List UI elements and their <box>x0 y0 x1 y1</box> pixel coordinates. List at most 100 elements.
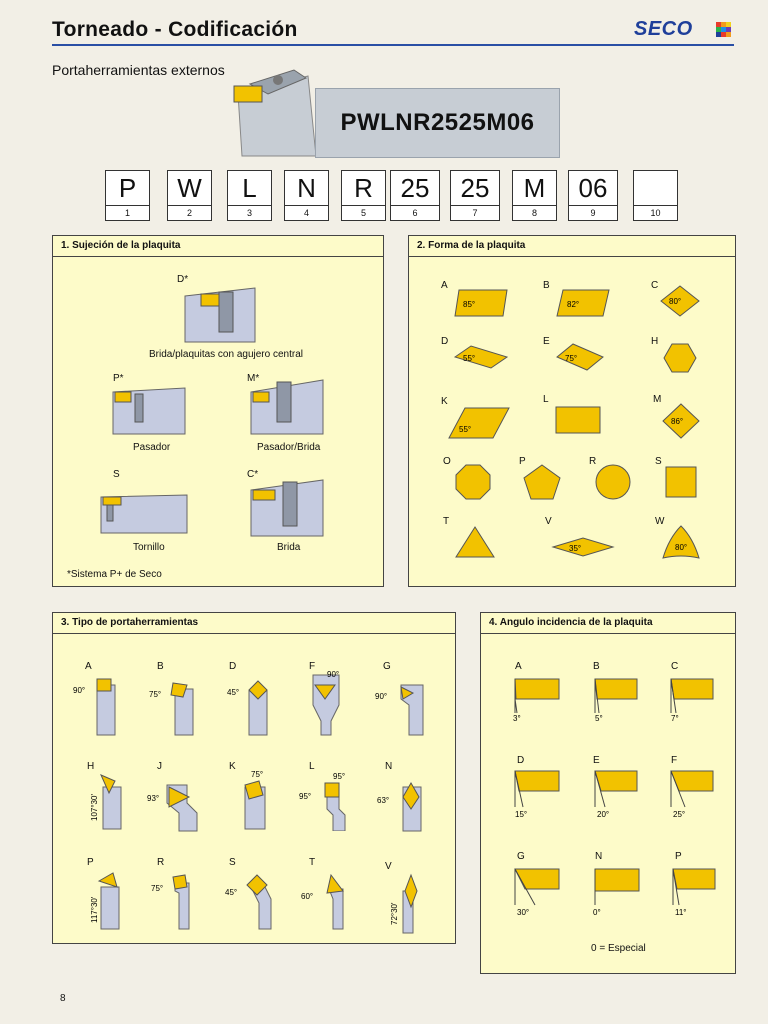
section-insert-clamping: 1. Sujeción de la plaquita D* Brida/plaq… <box>52 235 384 587</box>
shape-angle-W: 80° <box>675 543 687 552</box>
toolholder-illustration <box>233 69 317 157</box>
holder-angle-A: 90° <box>73 686 85 695</box>
clearance-angle-B: 5° <box>595 714 603 723</box>
code-box-value: M <box>512 170 557 206</box>
clearance-E-icon: 20° <box>594 770 638 819</box>
code-box-10: 10 <box>633 170 678 221</box>
code-box-index: 8 <box>512 206 557 221</box>
holder-angle-R: 75° <box>151 884 163 893</box>
holder-S-icon: 45° <box>225 874 272 930</box>
shape-code-P: P <box>519 456 526 467</box>
shape-P-icon <box>523 464 561 500</box>
shape-W-icon: 80° <box>662 525 700 559</box>
holder-A-icon: 90° <box>73 678 116 736</box>
shape-angle-V: 35° <box>569 544 581 553</box>
section-title: 4. Angulo incidencia de la plaquita <box>481 613 735 634</box>
shape-D-icon: 55° <box>453 345 509 369</box>
clearance-angle-N: 0° <box>593 908 601 917</box>
clearance-angle-E: 20° <box>597 810 609 819</box>
clamp-label-S: Tornillo <box>133 542 165 553</box>
clearance-code-N: N <box>595 851 603 862</box>
code-box-value: N <box>284 170 329 206</box>
section-subtitle: Portaherramientas externos <box>52 62 225 78</box>
brand-logo-icon <box>716 22 731 37</box>
holder-angle-S: 45° <box>225 888 237 897</box>
shape-code-V: V <box>545 516 552 527</box>
shape-C-icon: 80° <box>660 285 700 317</box>
holder-angle-H: 107°30' <box>90 794 99 821</box>
holder-code-K: K <box>229 761 236 772</box>
code-box-value: L <box>227 170 272 206</box>
holder-code-P: P <box>87 857 94 868</box>
shape-A-icon: 85° <box>454 289 508 317</box>
clearance-angle-C: 7° <box>671 714 679 723</box>
clearance-B-icon: 5° <box>594 678 638 723</box>
code-box-index: 6 <box>390 206 440 221</box>
section-clearance-angle: 4. Angulo incidencia de la plaquita A 3°… <box>480 612 736 974</box>
holder-angle-V: 72°30' <box>390 902 399 925</box>
clearance-code-D: D <box>517 755 525 766</box>
clamp-C-illustration <box>250 479 324 537</box>
holder-R-icon: 75° <box>151 874 190 930</box>
clamp-code-C: C* <box>247 469 259 480</box>
clamp-S-illustration <box>100 494 188 534</box>
shape-code-E: E <box>543 336 550 347</box>
code-box-value: P <box>105 170 150 206</box>
shape-angle-M: 86° <box>671 417 683 426</box>
holder-J-icon: 93° <box>147 784 198 832</box>
holder-angle-J: 93° <box>147 794 159 803</box>
clamp-label-P: Pasador <box>133 442 171 453</box>
holder-H-icon: 107°30' <box>90 774 122 830</box>
shape-code-C: C <box>651 280 659 291</box>
clearance-C-icon: 7° <box>670 678 714 723</box>
shape-code-K: K <box>441 396 448 407</box>
holder-K-icon: 75° <box>244 770 266 830</box>
clearance-angle-A: 3° <box>513 714 521 723</box>
holder-D-icon: 45° <box>227 680 268 736</box>
shape-code-B: B <box>543 280 550 291</box>
clearance-D-icon: 15° <box>514 770 560 819</box>
shape-V-icon: 35° <box>551 537 615 557</box>
holder-code-V: V <box>385 861 392 872</box>
holder-V-icon: 72°30' <box>390 873 418 934</box>
shape-S-icon <box>665 466 697 498</box>
holder-angle-L1: 95° <box>299 792 311 801</box>
shape-B-icon: 82° <box>556 289 610 317</box>
shape-M-icon: 86° <box>662 403 700 439</box>
section-title: 3. Tipo de portaherramientas <box>53 613 455 634</box>
shape-angle-A: 85° <box>463 300 475 309</box>
code-box-value: 06 <box>568 170 618 206</box>
page-title: Torneado - Codificación <box>52 18 298 41</box>
holder-angle-N: 63° <box>377 796 389 805</box>
shape-code-O: O <box>443 456 451 467</box>
code-box-index: 9 <box>568 206 618 221</box>
section-holder-type: 3. Tipo de portaherramientas A 90° B 75°… <box>52 612 456 944</box>
brand-logo: SECO <box>634 18 693 40</box>
shape-code-W: W <box>655 516 665 527</box>
clearance-A-icon: 3° <box>513 678 560 723</box>
shape-K-icon: 55° <box>448 407 510 439</box>
code-box-index: 10 <box>633 206 678 221</box>
code-box-value: 25 <box>450 170 500 206</box>
clearance-angle-D: 15° <box>515 810 527 819</box>
designation-code: PWLNR2525M06 <box>340 109 535 136</box>
clearance-angle-F: 25° <box>673 810 685 819</box>
shape-code-L: L <box>543 394 549 405</box>
holder-angle-T: 60° <box>301 892 313 901</box>
code-box-index: 1 <box>105 206 150 221</box>
code-box-index: 3 <box>227 206 272 221</box>
shape-angle-D: 55° <box>463 354 475 363</box>
shape-code-S: S <box>655 456 662 467</box>
shape-code-M: M <box>653 394 662 405</box>
code-box-index: 2 <box>167 206 212 221</box>
clearance-code-P: P <box>675 851 682 862</box>
clearance-angle-P: 11° <box>675 908 687 917</box>
shape-T-icon <box>455 526 495 558</box>
